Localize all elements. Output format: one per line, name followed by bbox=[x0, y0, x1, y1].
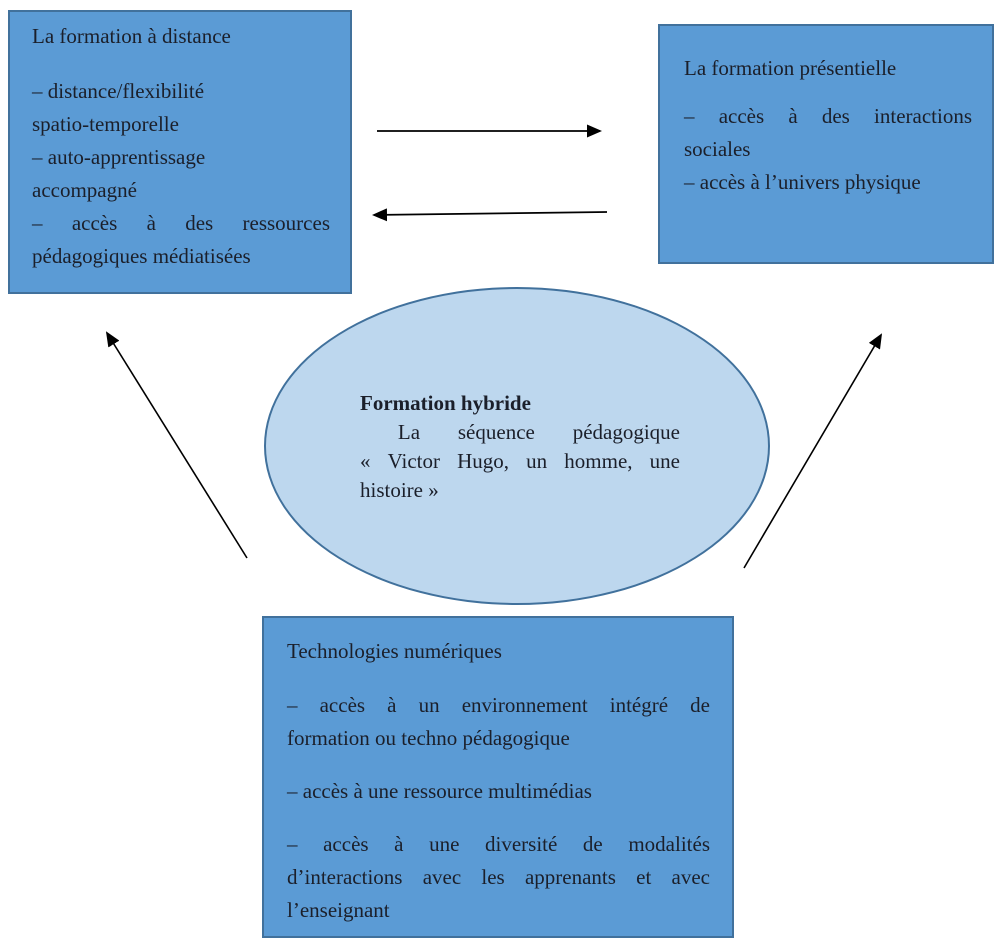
bullet-line: pédagogiques médiatisées bbox=[32, 244, 251, 268]
bullet-line: – accès à des ressources bbox=[32, 211, 330, 235]
bullet-paragraph: – accès à un environnement intégré de fo… bbox=[287, 689, 710, 755]
bullet-line: – accès à des interactions bbox=[684, 104, 972, 128]
bullet-line: – distance/flexibilité bbox=[32, 79, 205, 103]
ellipse-formation-hybride-text: Formation hybride La séquence pédagogiqu… bbox=[360, 389, 680, 505]
arrow-presentielle-to-distance bbox=[372, 208, 608, 222]
bullet-line: d’interactions avec les apprenants et av… bbox=[287, 865, 710, 889]
box-formation-distance-title: La formation à distance bbox=[32, 24, 231, 48]
bullet-line: – accès à l’univers physique bbox=[684, 170, 921, 194]
ellipse-line: histoire » bbox=[360, 478, 439, 502]
bullet-line: – auto-apprentissage bbox=[32, 145, 206, 169]
box-technologies-numeriques: Technologies numériques – accès à un env… bbox=[262, 616, 734, 938]
arrow-technologies-to-distance bbox=[105, 331, 248, 559]
bullet-line: l’enseignant bbox=[287, 898, 390, 922]
bullet-paragraph: – accès à une diversité de modalités d’i… bbox=[287, 828, 710, 927]
bullet-paragraph: – accès à une ressource multimédias bbox=[287, 775, 710, 808]
bullet-line: spatio-temporelle bbox=[32, 112, 179, 136]
box-technologies-numeriques-title: Technologies numériques bbox=[287, 639, 502, 663]
box-formation-distance-body: – distance/flexibilité spatio-temporelle… bbox=[32, 75, 330, 273]
box-formation-distance: La formation à distance – distance/flexi… bbox=[8, 10, 352, 294]
ellipse-formation-hybride: Formation hybride La séquence pédagogiqu… bbox=[264, 287, 770, 605]
bullet-line: accompagné bbox=[32, 178, 137, 202]
box-formation-presentielle: La formation présentielle – accès à des … bbox=[658, 24, 994, 264]
ellipse-line: « Victor Hugo, un homme, une bbox=[360, 449, 680, 473]
bullet-line: – accès à une ressource multimédias bbox=[287, 779, 592, 803]
bullet-line: sociales bbox=[684, 137, 751, 161]
bullet-line: formation ou techno pédagogique bbox=[287, 726, 570, 750]
box-formation-presentielle-body: – accès à des interactions sociales – ac… bbox=[684, 100, 972, 199]
bullet-line: – accès à une diversité de modalités bbox=[287, 832, 710, 856]
box-formation-presentielle-title: La formation présentielle bbox=[684, 56, 897, 80]
ellipse-formation-hybride-title: Formation hybride bbox=[360, 391, 531, 415]
bullet-line: – accès à un environnement intégré de bbox=[287, 693, 710, 717]
ellipse-line: La séquence pédagogique bbox=[360, 420, 680, 444]
